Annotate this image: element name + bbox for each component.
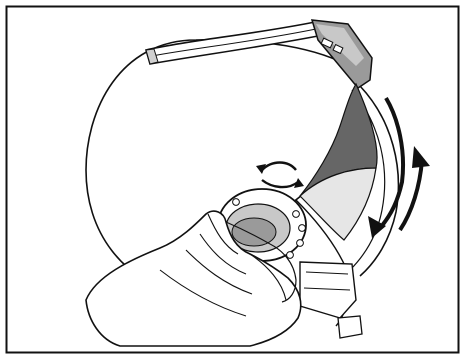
chin-strap-end: [338, 316, 362, 338]
dial-center: [232, 218, 276, 246]
